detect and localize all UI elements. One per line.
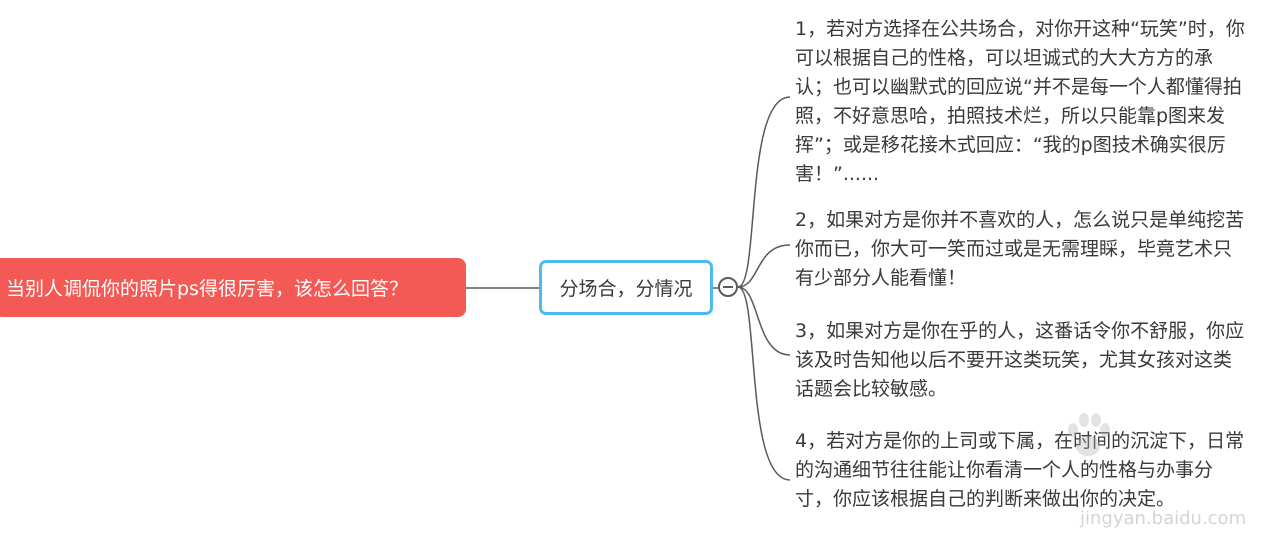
leaf-topic-1[interactable]: 1，若对方选择在公共场合，对你开这种“玩笑”时，你可以根据自己的性格，可以坦诚式… [795, 18, 1245, 185]
watermark-paw-icon [1068, 413, 1110, 456]
connector-leaf-4 [737, 286, 791, 481]
watermark-text: jingyan.baidu.com [1080, 508, 1247, 529]
connector-leaf-2 [737, 244, 791, 288]
root-topic-node[interactable]: 当别人调侃你的照片ps得很厉害，该怎么回答？ [0, 258, 466, 317]
connector-leaf-3 [737, 286, 791, 356]
leaf-topic-2[interactable]: 2，如果对方是你并不喜欢的人，怎么说只是单纯挖苦你而已，你大可一笑而过或是无需理… [795, 209, 1245, 289]
connector-leaf-1 [737, 96, 791, 288]
leaf-topic-3[interactable]: 3，如果对方是你在乎的人，这番话令你不舒服，你应该及时告知他以后不要开这类玩笑，… [795, 320, 1245, 400]
branch-topic-node[interactable]: 分场合，分情况 [539, 260, 713, 315]
collapse-toggle-icon[interactable] [718, 277, 738, 297]
root-topic-label: 当别人调侃你的照片ps得很厉害，该怎么回答？ [6, 278, 408, 300]
branch-topic-label: 分场合，分情况 [559, 278, 693, 300]
leaf-topic-4[interactable]: 4，若对方是你的上司或下属，在时间的沉淀下，日常的沟通细节往往能让你看清一个人的… [795, 430, 1245, 510]
